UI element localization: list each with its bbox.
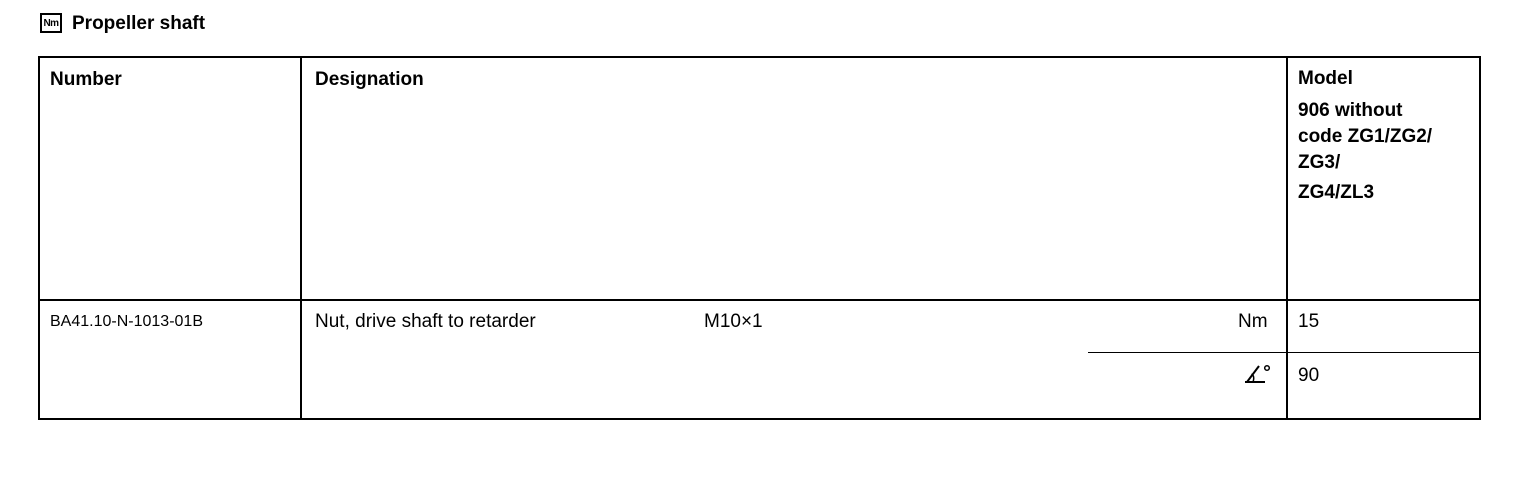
sub-row-divider — [1088, 352, 1479, 353]
model-value: 906 without code ZG1/ZG2/ ZG3/ — [1298, 100, 1433, 173]
section-header: Nm Propeller shaft — [40, 12, 205, 36]
row-thread-size: M10×1 — [704, 311, 763, 332]
column-header-model-block: Model 906 without code ZG1/ZG2/ ZG3/ ZG4… — [1298, 66, 1476, 206]
column-divider — [1286, 58, 1288, 418]
model-value-continued: ZG4/ZL3 — [1298, 182, 1375, 203]
row-designation: Nut, drive shaft to retarder — [315, 311, 536, 332]
page-title: Propeller shaft — [72, 13, 206, 34]
column-header-model: Model — [1298, 68, 1353, 89]
torque-value: 15 — [1298, 311, 1320, 332]
angle-value: 90 — [1298, 365, 1320, 386]
angle-icon — [1245, 364, 1271, 383]
nm-icon: Nm — [40, 13, 62, 33]
torque-unit: Nm — [1238, 311, 1268, 332]
column-header-number: Number — [50, 69, 122, 90]
column-divider — [300, 58, 302, 418]
torque-table: Number Designation Model 906 without cod… — [38, 56, 1481, 420]
column-header-designation: Designation — [315, 69, 424, 90]
row-number: BA41.10-N-1013-01B — [50, 313, 203, 330]
row-divider — [40, 299, 1479, 301]
